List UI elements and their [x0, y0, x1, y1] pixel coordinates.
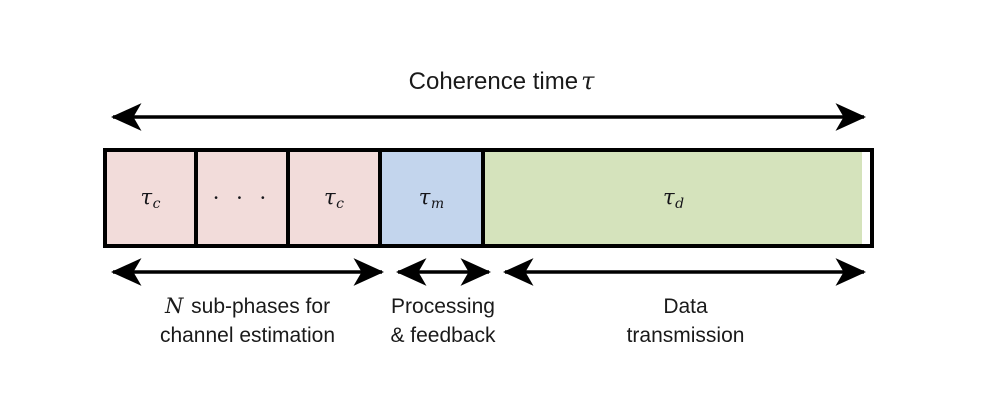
- block-tau-d: τd: [485, 152, 862, 244]
- block-tau-m: τm: [382, 152, 485, 244]
- caption-line-1: N sub-phases for: [85, 292, 410, 321]
- tau-symbol: τ: [581, 67, 595, 95]
- caption-line-2: channel estimation: [159, 324, 336, 347]
- caption-line-2: & feedback: [390, 324, 496, 347]
- tau-subscript: c: [336, 195, 344, 212]
- tau-glyph: τ: [140, 184, 153, 209]
- block-label-tau-m: τm: [419, 185, 444, 212]
- tau-subscript: c: [152, 195, 161, 212]
- block-tau-c-first: τc: [107, 152, 198, 244]
- block-tau-c-last: τc: [290, 152, 382, 244]
- figure-title-text: Coherence time: [408, 68, 579, 95]
- block-label-tau-c-last: τc: [324, 185, 344, 212]
- block-tau-c-ellipsis: · · ·: [198, 152, 290, 244]
- caption-line-1-text: sub-phases for: [185, 295, 331, 318]
- caption-line-1: Data: [663, 295, 708, 318]
- caption-line-1: Processing: [391, 295, 495, 318]
- caption-processing-feedback: Processing & feedback: [378, 292, 508, 350]
- frame-block-row: τc · · · τc τm τd: [103, 148, 874, 248]
- n-symbol: N: [164, 294, 184, 318]
- ellipsis-glyph: · · ·: [212, 185, 272, 210]
- tau-glyph: τ: [662, 184, 676, 209]
- block-label-tau-d: τd: [663, 185, 684, 212]
- caption-data-transmission: Data transmission: [497, 292, 874, 350]
- tau-glyph: τ: [324, 184, 337, 209]
- tau-subscript: m: [430, 195, 445, 212]
- caption-channel-estimation: N sub-phases for channel estimation: [85, 292, 410, 350]
- block-label-tau-c-first: τc: [141, 185, 161, 212]
- caption-line-2: transmission: [626, 324, 745, 347]
- tau-subscript: d: [675, 195, 685, 212]
- tau-glyph: τ: [418, 184, 431, 209]
